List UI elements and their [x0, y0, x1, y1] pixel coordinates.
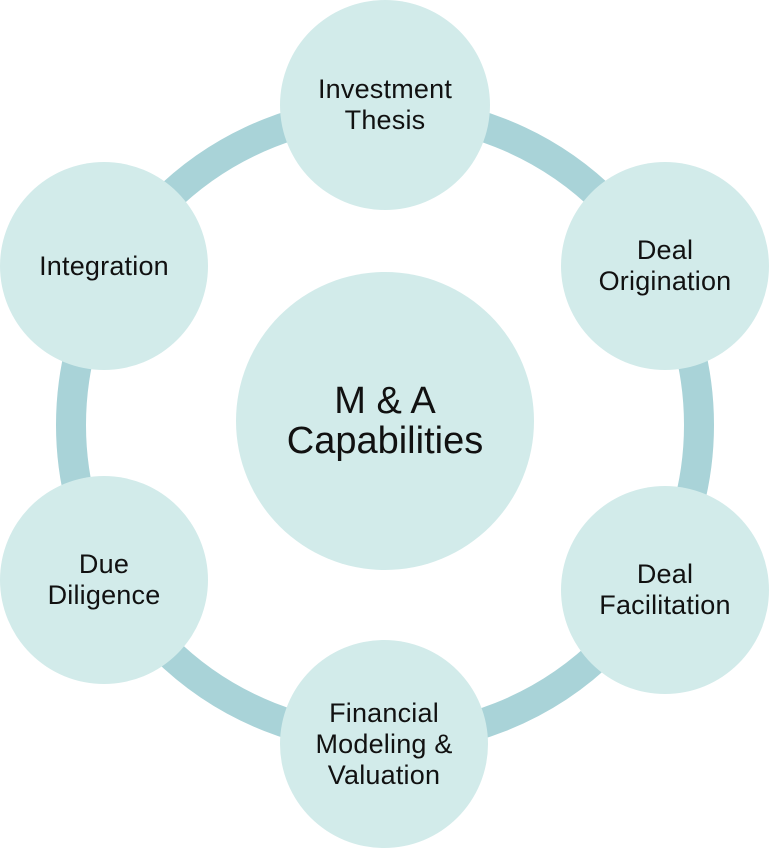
node-label-deal-facilitation: Deal Facilitation: [599, 559, 731, 620]
node-due-diligence: Due Diligence: [0, 476, 208, 684]
node-label-investment-thesis: Investment Thesis: [317, 74, 453, 135]
node-deal-origination: Deal Origination: [561, 162, 769, 370]
center-circle: M & A Capabilities: [236, 272, 534, 570]
node-deal-facilitation: Deal Facilitation: [561, 486, 769, 694]
center-label: M & A Capabilities: [286, 380, 484, 462]
node-label-due-diligence: Due Diligence: [47, 549, 161, 610]
node-label-deal-origination: Deal Origination: [598, 235, 732, 296]
node-label-financial-modeling: Financial Modeling & Valuation: [315, 697, 453, 790]
node-integration: Integration: [0, 162, 208, 370]
node-investment-thesis: Investment Thesis: [280, 0, 490, 210]
node-label-integration: Integration: [39, 250, 169, 281]
node-financial-modeling: Financial Modeling & Valuation: [280, 640, 488, 848]
